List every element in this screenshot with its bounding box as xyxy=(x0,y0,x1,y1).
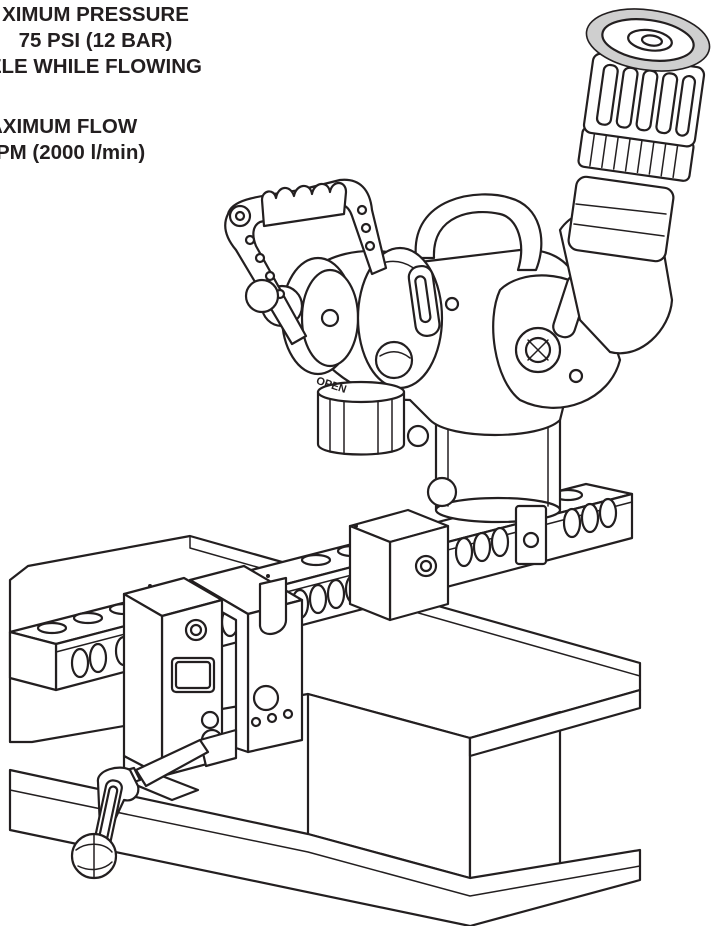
mounting-bar-end xyxy=(8,630,58,692)
fog-nozzle xyxy=(558,8,711,355)
inlet-coupling: OPEN xyxy=(315,375,406,456)
max-pressure-line-2: 75 PSI (12 BAR) xyxy=(18,29,173,52)
clamp-crank xyxy=(70,738,210,880)
right-clamp-bracket xyxy=(348,508,450,622)
left-clamp-assembly xyxy=(122,564,304,802)
left-handle xyxy=(224,178,388,346)
max-pressure-spec: XIMUM PRESSURE 75 PSI (12 BAR) ZLE WHILE… xyxy=(0,2,202,80)
handle-grip xyxy=(260,181,348,228)
max-pressure-line-3: ZLE WHILE FLOWING xyxy=(0,55,202,78)
control-knob xyxy=(374,340,414,380)
top-handle xyxy=(414,193,543,272)
max-pressure-line-1: XIMUM PRESSURE xyxy=(2,3,189,26)
max-flow-spec: AXIMUM FLOW GPM (2000 l/min) xyxy=(0,114,145,166)
max-flow-line-2: GPM (2000 l/min) xyxy=(0,141,146,164)
max-flow-line-1: AXIMUM FLOW xyxy=(0,115,138,138)
handle-pivot-knob xyxy=(244,278,280,314)
